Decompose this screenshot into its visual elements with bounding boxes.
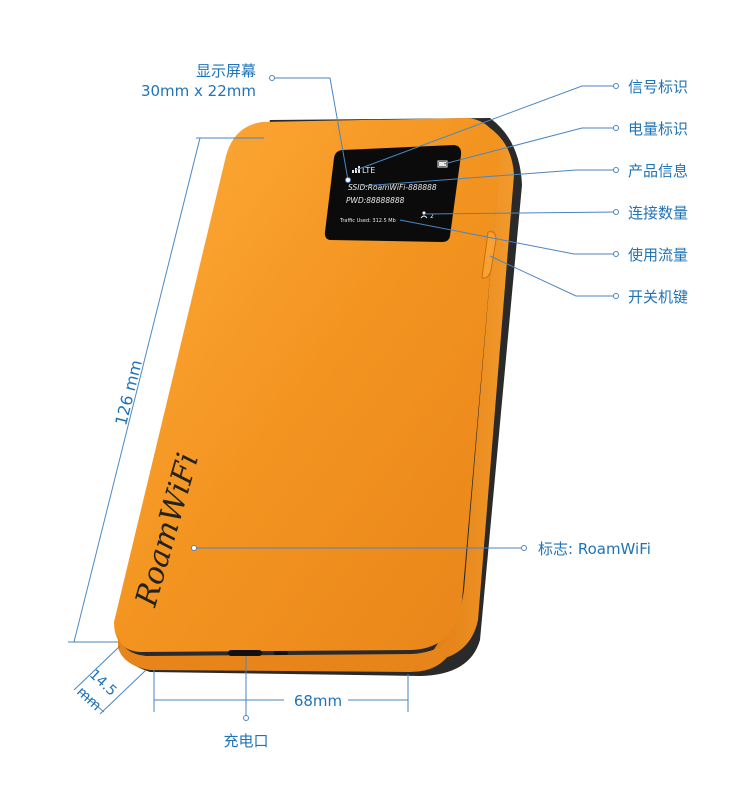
product-info-label: 产品信息	[628, 162, 688, 180]
battery-icon	[437, 160, 448, 168]
display-title-label: 显示屏幕	[196, 62, 256, 80]
height-dimension: 126 mm	[111, 358, 146, 427]
power-key-label: 开关机键	[628, 288, 688, 306]
screen-connections: 2	[430, 213, 434, 220]
width-dimension: 68mm	[294, 692, 342, 710]
connections-label: 连接数量	[628, 204, 688, 222]
screen-traffic: Traffic Used: 312.5 Mb	[339, 218, 396, 224]
charge-port-label: 充电口	[223, 732, 268, 750]
device-bottom-lip	[118, 628, 458, 672]
screen-ssid: SSID:RoamWiFi-888888	[348, 183, 437, 192]
signal-icon	[352, 166, 360, 173]
battery-label: 电量标识	[628, 120, 688, 138]
device-front-face	[114, 118, 500, 652]
reset-hole	[274, 651, 288, 655]
screen-pwd: PWD:88888888	[346, 196, 405, 205]
charge-port	[228, 650, 262, 656]
signal-label: 信号标识	[628, 78, 688, 96]
logo-label: 标志: RoamWiFi	[538, 540, 651, 558]
screen-network: LTE	[362, 166, 375, 175]
power-key	[481, 231, 497, 279]
users-icon	[420, 211, 428, 219]
display-size-label: 30mm x 22mm	[141, 82, 256, 100]
traffic-label: 使用流量	[628, 246, 688, 264]
